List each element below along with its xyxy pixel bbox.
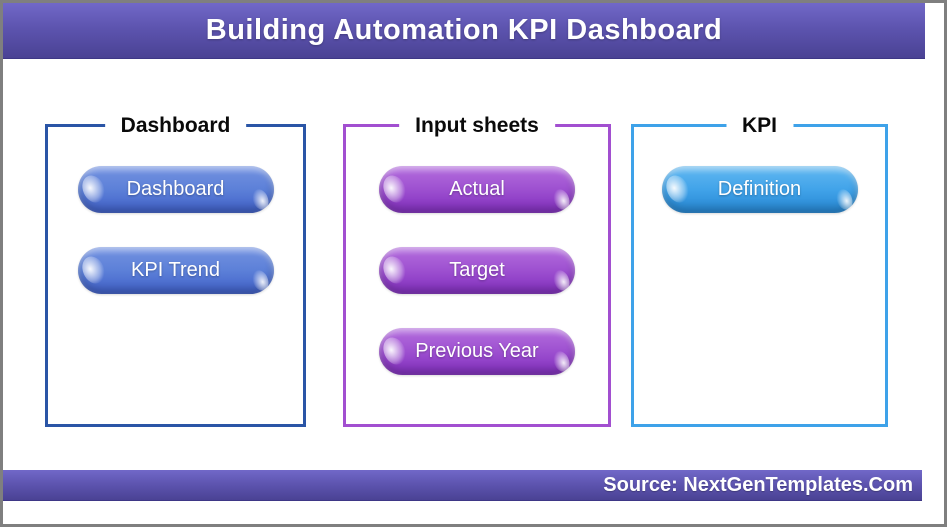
- nav-button-dashboard[interactable]: Dashboard: [77, 166, 274, 213]
- section-input-sheets-buttons: Actual Target Previous Year: [346, 127, 608, 375]
- nav-button-previous-year[interactable]: Previous Year: [379, 328, 575, 375]
- nav-button-target[interactable]: Target: [379, 247, 575, 294]
- source-credit: Source: NextGenTemplates.Com: [603, 473, 913, 496]
- section-input-sheets: Input sheets Actual Target Previous Year: [343, 112, 611, 427]
- section-kpi: KPI Definition: [631, 112, 888, 427]
- nav-button-kpi-trend[interactable]: KPI Trend: [77, 247, 274, 294]
- nav-button-definition[interactable]: Definition: [661, 166, 858, 213]
- section-kpi-title: KPI: [725, 112, 794, 139]
- section-dashboard: Dashboard Dashboard KPI Trend: [45, 112, 306, 427]
- section-kpi-buttons: Definition: [634, 127, 885, 213]
- section-input-sheets-title: Input sheets: [399, 112, 555, 139]
- footer-banner: Source: NextGenTemplates.Com: [3, 470, 922, 501]
- header-banner: Building Automation KPI Dashboard: [3, 3, 925, 59]
- section-dashboard-buttons: Dashboard KPI Trend: [48, 127, 303, 294]
- section-dashboard-title: Dashboard: [104, 112, 247, 139]
- nav-button-actual[interactable]: Actual: [379, 166, 575, 213]
- page-title: Building Automation KPI Dashboard: [205, 14, 723, 46]
